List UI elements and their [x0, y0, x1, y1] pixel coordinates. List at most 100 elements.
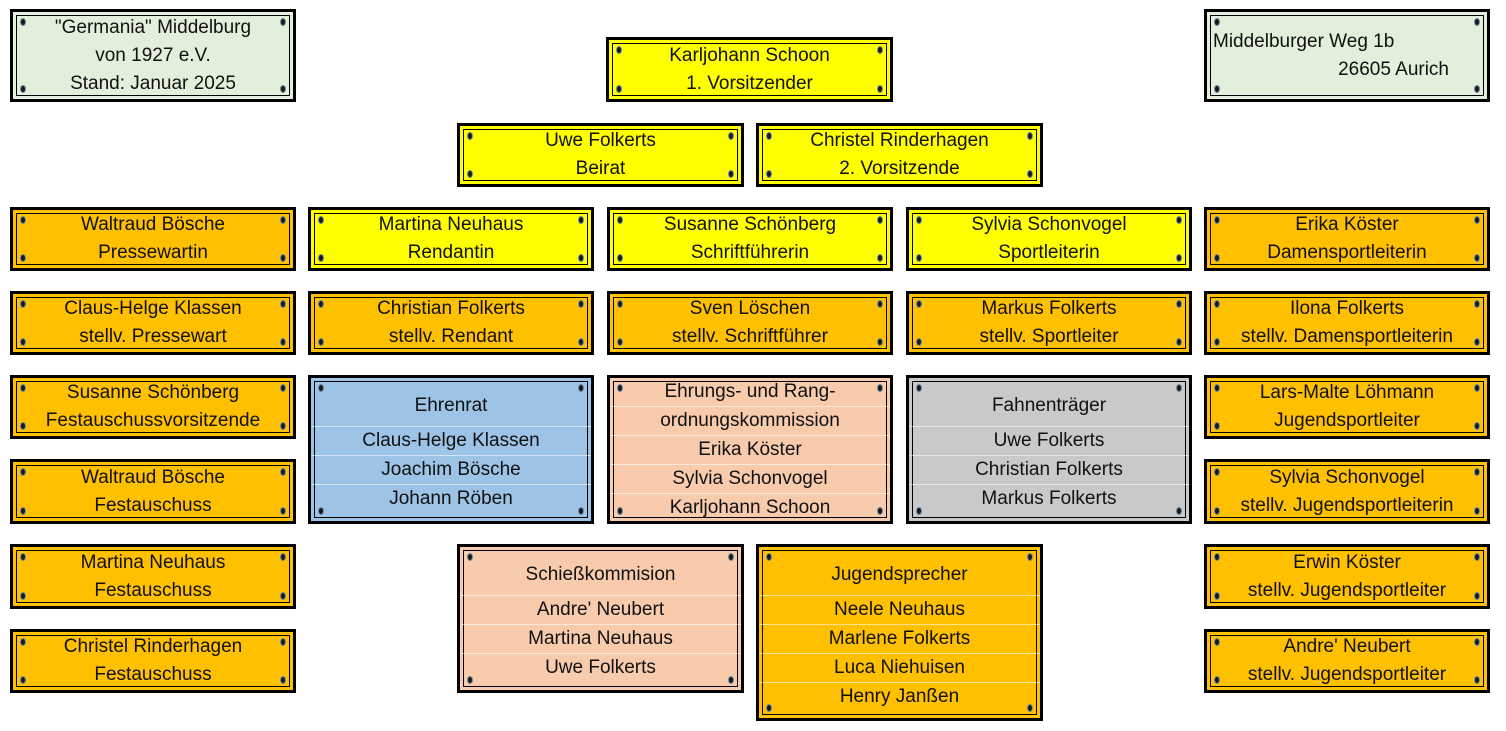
committee-member: Erika Köster — [610, 436, 890, 465]
rivet-icon — [1214, 468, 1220, 476]
person-role: Festauschussvorsitzende — [45, 410, 261, 431]
committee-title: Ehrungs- und Rang- — [610, 378, 890, 407]
rivet-icon — [916, 507, 922, 515]
rivet-icon — [467, 676, 473, 684]
festival-chair-box: Susanne Schönberg Festauschussvorsitzend… — [10, 375, 296, 439]
honors-committee: Ehrungs- und Rang- ordnungskommission Er… — [607, 375, 893, 524]
person-role: Sportleiterin — [998, 242, 1100, 263]
rivet-icon — [20, 300, 26, 308]
person-name: Claus-Helge Klassen — [64, 298, 242, 319]
deputy-box-press: Claus-Helge Klassen stellv. Pressewart — [10, 291, 296, 355]
committee-title: Schießkommision — [460, 555, 741, 596]
rivet-icon — [578, 216, 584, 224]
festival-member-box: Christel Rinderhagen Festauschuss — [10, 629, 296, 693]
committee-member: Sylvia Schonvogel — [610, 465, 890, 494]
rivet-icon — [1176, 300, 1182, 308]
rivet-icon — [616, 85, 622, 93]
person-name: Sven Löschen — [689, 298, 811, 319]
rivet-icon — [280, 254, 286, 262]
rivet-icon — [1474, 676, 1480, 684]
committee-member: Joachim Bösche — [311, 456, 591, 485]
rivet-icon — [20, 676, 26, 684]
deputy-box-sports: Markus Folkerts stellv. Sportleiter — [906, 291, 1192, 355]
rivet-icon — [877, 46, 883, 54]
rivet-icon — [916, 300, 922, 308]
person-role: Schriftführerin — [690, 242, 810, 263]
club-founded: von 1927 e.V. — [95, 44, 211, 66]
rivet-icon — [467, 132, 473, 140]
rivet-icon — [318, 338, 324, 346]
rivet-icon — [1214, 422, 1220, 430]
person-name: Christian Folkerts — [377, 298, 525, 319]
youth-sports-deputy-box: Erwin Köster stellv. Jugendsportleiter — [1204, 544, 1490, 609]
rivet-icon — [1214, 592, 1220, 600]
rivet-icon — [617, 216, 623, 224]
rivet-icon — [617, 384, 623, 392]
person-name: Sylvia Schonvogel — [971, 214, 1127, 235]
rivet-icon — [1027, 132, 1033, 140]
rivet-icon — [1214, 676, 1220, 684]
rivet-icon — [916, 254, 922, 262]
rivet-icon — [20, 254, 26, 262]
committee-member: Neele Neuhaus — [759, 596, 1040, 625]
committee-member: Johann Röben — [389, 488, 513, 509]
person-name: Christel Rinderhagen — [63, 636, 243, 657]
rivet-icon — [318, 384, 324, 392]
rivet-icon — [280, 553, 286, 561]
rivet-icon — [766, 132, 772, 140]
youth-speakers-committee: Jugendsprecher Neele Neuhaus Marlene Fol… — [756, 544, 1043, 721]
rivet-icon — [1474, 338, 1480, 346]
person-role: stellv. Jugendsportleiterin — [1240, 494, 1454, 516]
rivet-icon — [1027, 553, 1033, 561]
rivet-icon — [578, 300, 584, 308]
rivet-icon — [1214, 85, 1220, 93]
person-name: Susanne Schönberg — [663, 214, 837, 235]
person-name: Karljohann Schoon — [669, 44, 830, 66]
rivet-icon — [20, 384, 26, 392]
rivet-icon — [1214, 254, 1220, 262]
committee-member: Marlene Folkerts — [759, 625, 1040, 654]
person-name: Waltraud Bösche — [81, 466, 225, 488]
rivet-icon — [728, 170, 734, 178]
rivet-icon — [1176, 384, 1182, 392]
rivet-icon — [318, 507, 324, 515]
rivet-icon — [877, 384, 883, 392]
rivet-icon — [20, 18, 26, 26]
club-name: "Germania" Middelburg — [54, 16, 252, 38]
ehrenrat-committee: Ehrenrat Claus-Helge Klassen Joachim Bös… — [308, 375, 594, 524]
rivet-icon — [1474, 254, 1480, 262]
rivet-icon — [877, 216, 883, 224]
rivet-icon — [280, 85, 286, 93]
rivet-icon — [280, 638, 286, 646]
rivet-icon — [617, 300, 623, 308]
rivet-icon — [1214, 216, 1220, 224]
rivet-icon — [20, 422, 26, 430]
rivet-icon — [916, 216, 922, 224]
person-role: stellv. Jugendsportleiter — [1247, 664, 1447, 685]
rivet-icon — [578, 384, 584, 392]
rivet-icon — [766, 553, 772, 561]
deputy-box-secretary: Sven Löschen stellv. Schriftführer — [607, 291, 893, 355]
rivet-icon — [20, 638, 26, 646]
rivet-icon — [280, 422, 286, 430]
festival-member-box: Martina Neuhaus Festauschuss — [10, 544, 296, 609]
rivet-icon — [877, 254, 883, 262]
committee-member: Martina Neuhaus — [460, 625, 741, 654]
rivet-icon — [1214, 384, 1220, 392]
person-name: Ilona Folkerts — [1289, 298, 1405, 319]
person-role: Festauschuss — [94, 579, 212, 601]
person-name: Waltraud Bösche — [81, 214, 225, 235]
rivet-icon — [280, 384, 286, 392]
committee-title: Jugendsprecher — [759, 555, 1040, 596]
person-name: Martina Neuhaus — [378, 214, 524, 235]
address-street: Middelburger Weg 1b — [1213, 30, 1395, 52]
rivet-icon — [578, 338, 584, 346]
rivet-icon — [877, 85, 883, 93]
person-name: Andre' Neubert — [1283, 636, 1411, 657]
rivet-icon — [20, 553, 26, 561]
person-role: stellv. Damensportleiterin — [1241, 326, 1453, 347]
rivet-icon — [728, 676, 734, 684]
rivet-icon — [766, 170, 772, 178]
rivet-icon — [877, 507, 883, 515]
rivet-icon — [1474, 553, 1480, 561]
